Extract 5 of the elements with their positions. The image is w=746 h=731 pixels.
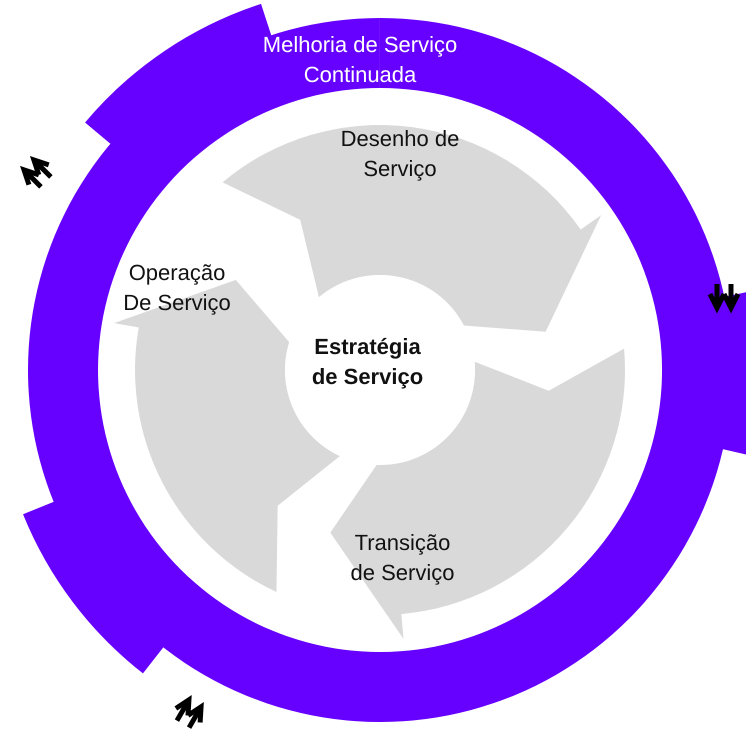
segment-label: Transição de Serviço xyxy=(350,529,456,587)
segment-label: Operação De Serviço xyxy=(122,259,232,317)
center-label: Estratégia de Serviço xyxy=(310,333,424,391)
segment-label: Desenho de Serviço xyxy=(340,125,460,183)
ring-label: Melhoria de Serviço Continuada xyxy=(262,31,458,89)
